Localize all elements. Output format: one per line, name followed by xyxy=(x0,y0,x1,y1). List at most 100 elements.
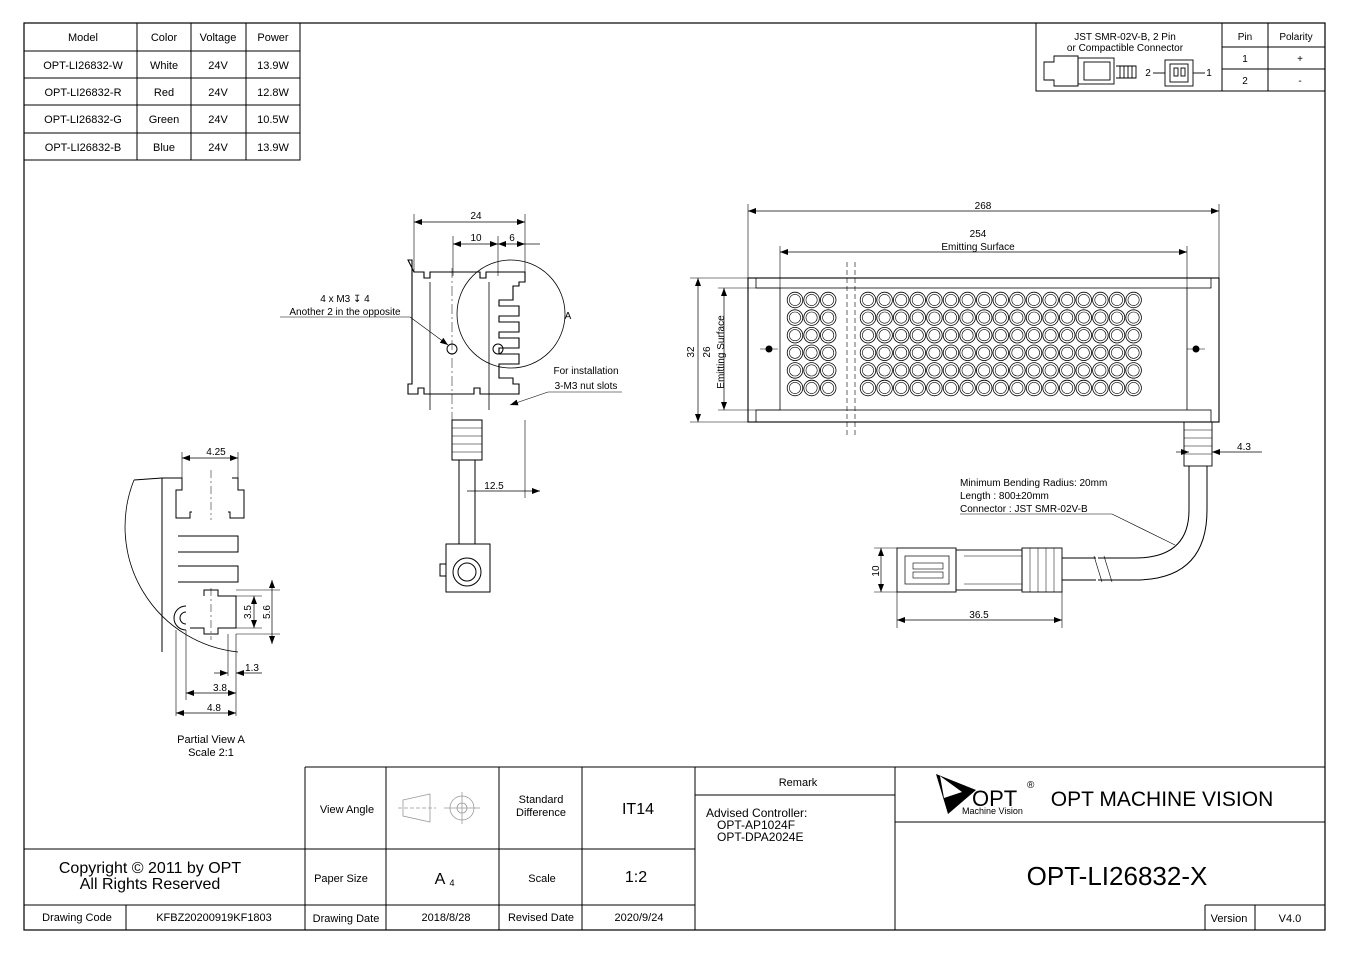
spec-cell: 13.9W xyxy=(257,142,289,154)
led-lens xyxy=(1108,291,1126,309)
led-lens-inner xyxy=(895,364,908,377)
dim-connector-10: 10 xyxy=(871,565,882,577)
led-lens-inner xyxy=(1111,364,1123,377)
led-lens-inner xyxy=(805,329,818,342)
led-lens xyxy=(1092,309,1109,326)
pin-cell: 2 xyxy=(1242,76,1248,87)
led-lens xyxy=(1025,309,1043,326)
spec-header-voltage: Voltage xyxy=(200,32,237,44)
led-lens-inner xyxy=(1111,329,1123,342)
led-lens-inner xyxy=(1111,311,1123,324)
led-lens xyxy=(1009,309,1026,326)
led-lens xyxy=(1125,309,1142,326)
led-lens xyxy=(909,362,927,379)
led-lens xyxy=(959,309,976,326)
led-lens-inner xyxy=(928,382,941,394)
remark-line-3: OPT-DPA2024E xyxy=(717,830,803,844)
led-lens-inner xyxy=(789,382,801,394)
led-lens xyxy=(909,291,927,309)
partial-view-a xyxy=(124,452,280,716)
led-lens-inner xyxy=(789,294,801,306)
dim-10: 10 xyxy=(470,233,482,244)
led-lens-inner xyxy=(789,311,801,324)
led-lens-inner xyxy=(978,294,991,306)
led-lens xyxy=(820,291,837,309)
led-lens xyxy=(926,327,943,344)
opt-logo-icon xyxy=(936,774,976,814)
led-lens xyxy=(820,362,837,379)
led-lens xyxy=(859,291,877,309)
led-lens xyxy=(909,309,927,326)
partial-view-labels: 4.25 3.5 5.6 1.3 3.8 4.8 Partial View A … xyxy=(177,447,273,759)
led-lens xyxy=(859,327,877,344)
led-lens xyxy=(1042,327,1059,344)
led-lens xyxy=(1075,327,1093,344)
led-lens xyxy=(1108,344,1126,362)
led-lens xyxy=(976,362,993,379)
led-lens-inner xyxy=(805,311,818,324)
led-lens-inner xyxy=(1077,346,1090,359)
led-lens xyxy=(893,362,910,379)
spec-cell: OPT-LI26832-G xyxy=(44,114,122,126)
led-lens-inner xyxy=(928,311,941,324)
spec-cell: Blue xyxy=(153,142,175,154)
led-lens xyxy=(1108,327,1126,344)
paper-size-sub: 4 xyxy=(449,878,454,888)
company-name: OPT MACHINE VISION xyxy=(1051,788,1273,811)
dim-3-8: 3.8 xyxy=(213,683,227,694)
led-lens xyxy=(1108,362,1126,379)
led-lens-inner xyxy=(789,329,801,342)
led-array xyxy=(786,291,1142,397)
led-lens-inner xyxy=(978,329,991,342)
led-lens xyxy=(786,309,804,326)
led-lens xyxy=(786,327,804,344)
led-lens xyxy=(1092,379,1109,397)
led-lens xyxy=(926,362,943,379)
led-lens-inner xyxy=(1011,329,1024,342)
led-lens xyxy=(859,362,877,379)
led-lens-inner xyxy=(1028,329,1040,342)
led-lens xyxy=(786,291,804,309)
dim-36-5: 36.5 xyxy=(969,610,989,621)
led-lens xyxy=(820,379,837,397)
led-lens-inner xyxy=(1028,382,1040,394)
led-lens xyxy=(942,327,960,344)
led-lens-inner xyxy=(862,311,874,324)
led-lens-inner xyxy=(1077,382,1090,394)
led-lens-inner xyxy=(911,311,924,324)
led-lens-inner xyxy=(1127,311,1140,324)
led-lens-inner xyxy=(1061,364,1074,377)
led-lens xyxy=(1058,327,1076,344)
led-lens-inner xyxy=(1111,294,1123,306)
led-lens xyxy=(876,379,893,397)
led-lens-inner xyxy=(1011,364,1024,377)
led-lens xyxy=(926,344,943,362)
led-lens-inner xyxy=(1094,294,1107,306)
led-lens-inner xyxy=(895,294,908,306)
led-lens-inner xyxy=(911,329,924,342)
led-lens xyxy=(1058,291,1076,309)
spec-cell: OPT-LI26832-W xyxy=(43,60,123,72)
spec-cell: 24V xyxy=(208,142,228,154)
led-lens-inner xyxy=(961,382,974,394)
led-lens xyxy=(1042,291,1059,309)
led-lens xyxy=(992,362,1010,379)
led-lens-inner xyxy=(1028,311,1040,324)
led-lens-inner xyxy=(878,329,891,342)
polarity-header: Polarity xyxy=(1279,32,1312,43)
led-lens-inner xyxy=(805,294,818,306)
led-lens xyxy=(976,309,993,326)
led-lens xyxy=(786,362,804,379)
dim-6: 6 xyxy=(509,233,515,244)
led-lens-inner xyxy=(1061,329,1074,342)
led-lens-inner xyxy=(862,364,874,377)
led-lens-inner xyxy=(1044,294,1057,306)
led-lens-inner xyxy=(978,382,991,394)
dim-4-3: 4.3 xyxy=(1237,442,1251,453)
led-lens xyxy=(909,327,927,344)
led-lens xyxy=(820,327,837,344)
led-lens xyxy=(1058,362,1076,379)
led-lens xyxy=(803,327,820,344)
led-lens-inner xyxy=(822,311,835,324)
led-lens xyxy=(803,291,820,309)
